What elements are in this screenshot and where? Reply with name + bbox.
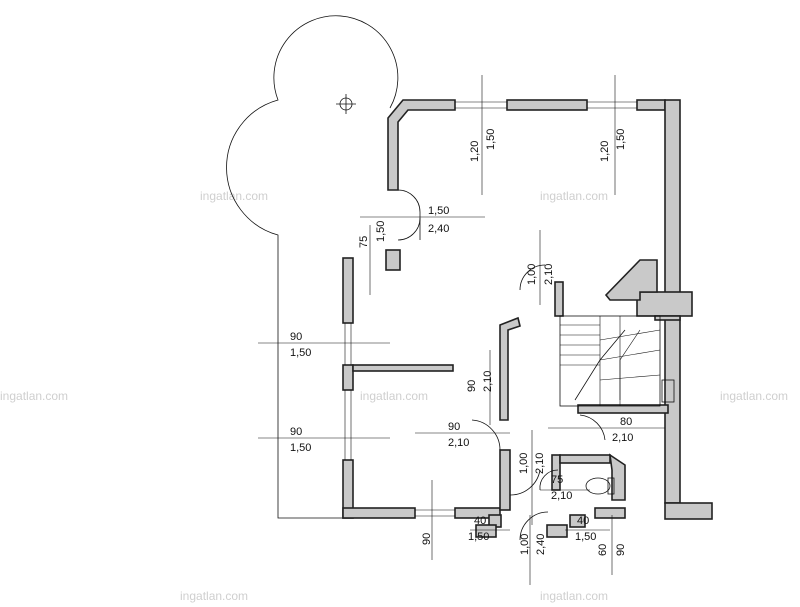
dim-bottom-right-w1: 60 [597,544,609,556]
dim-bottom-right-height: 1,50 [575,531,596,543]
toilet-icon [585,477,615,495]
dim-inner-opening-width: 90 [466,380,478,392]
dim-top-window-1-width: 1,20 [469,141,481,162]
dimension-lines [258,75,665,585]
dim-left-window-2-height: 1,50 [290,442,311,454]
dim-stair-door-width: 80 [620,416,632,428]
lamp-symbol [336,94,356,114]
dim-entry-door-width: 1,50 [428,205,449,217]
dim-top-window-2-width: 1,20 [599,141,611,162]
dim-bottom-small-window-right: 40 [577,515,589,527]
dim-hall-door-height: 2,10 [543,264,555,285]
dim-left-window-1-height: 1,50 [290,347,311,359]
dim-entry-door-height: 2,40 [428,223,449,235]
watermark: ingatlan.com [180,589,248,603]
staircase [559,315,675,407]
dim-stair-door-height: 2,10 [612,432,633,444]
dim-corridor-door-width: 1,00 [518,453,530,474]
dim-wc-door-height: 2,10 [551,490,572,502]
dim-bottom-window-left-width: 90 [421,533,433,545]
dim-entry-side-width: 75 [358,236,370,248]
watermark: ingatlan.com [0,389,68,403]
dim-door-lower-width: 90 [448,421,460,433]
dim-hall-door-width: 1,00 [526,264,538,285]
watermark-layer: ingatlan.com ingatlan.com ingatlan.com i… [0,189,788,603]
watermark: ingatlan.com [200,189,268,203]
dim-left-window-2-width: 90 [290,426,302,438]
watermark: ingatlan.com [540,189,608,203]
watermark: ingatlan.com [360,389,428,403]
watermark: ingatlan.com [720,389,788,403]
dimension-labels: 1,20 1,50 1,20 1,50 1,50 2,40 75 1,50 1,… [290,129,633,556]
dim-bottom-right-w2: 90 [615,544,627,556]
dim-inner-opening-height: 2,10 [482,371,494,392]
dim-bottom-door-width: 1,00 [519,534,531,555]
dim-bottom-small-window-left: 40 [474,515,486,527]
dim-entry-side-height: 1,50 [375,221,387,242]
dim-top-window-2-height: 1,50 [615,129,627,150]
dim-bottom-door-height: 2,40 [535,534,547,555]
dim-wc-door-width: 75 [551,474,563,486]
dim-corridor-door-height: 2,10 [534,453,546,474]
watermark: ingatlan.com [540,589,608,603]
terrace-outline [226,15,399,519]
dim-door-lower-height: 2,10 [448,437,469,449]
doors [397,189,606,541]
dim-left-window-1-width: 90 [290,331,302,343]
dim-bottom-window-left-height: 1,50 [468,531,489,543]
windows [344,101,637,517]
dim-top-window-1-height: 1,50 [485,129,497,150]
